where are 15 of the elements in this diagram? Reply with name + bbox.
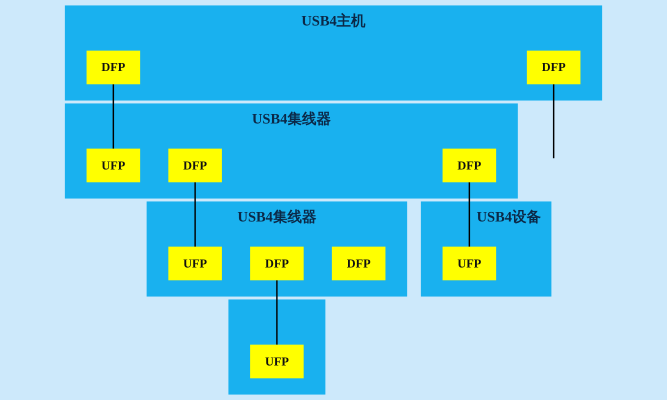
port-box: DFP [250, 246, 304, 280]
port-box: DFP [168, 148, 222, 182]
port-box: UFP [86, 148, 140, 182]
connector-line [276, 280, 278, 346]
port-box: UFP [250, 344, 304, 378]
connector-line [468, 182, 470, 248]
port-box: DFP [526, 50, 580, 84]
connector-line [112, 84, 114, 149]
port-box: DFP [86, 50, 140, 84]
port-box: UFP [168, 246, 222, 280]
connector-line [552, 84, 554, 158]
port-box: DFP [332, 246, 386, 280]
port-box: DFP [442, 148, 496, 182]
connector-line [194, 182, 196, 248]
port-box: UFP [442, 246, 496, 280]
